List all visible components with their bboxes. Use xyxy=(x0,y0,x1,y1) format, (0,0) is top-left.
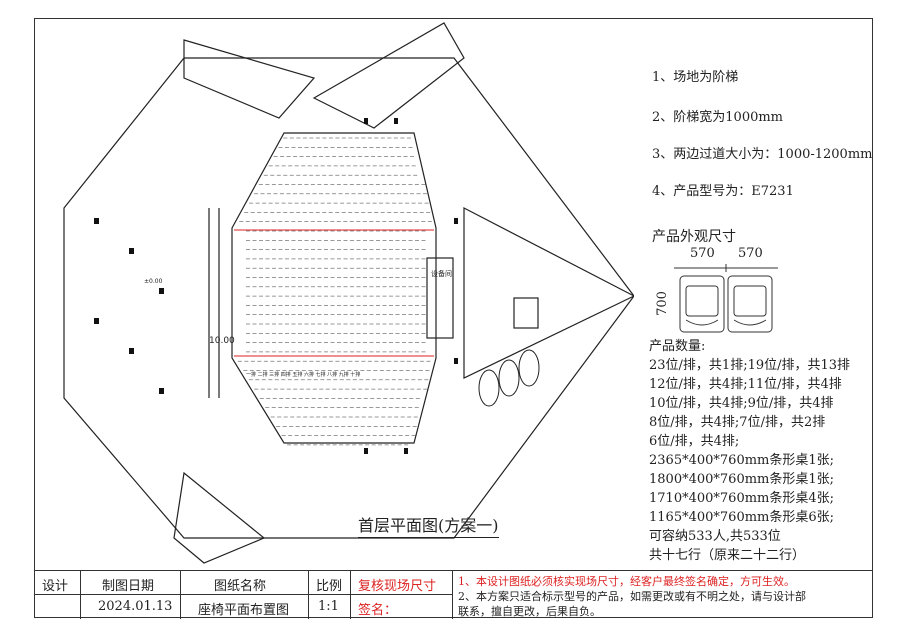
chair-product-drawing xyxy=(674,264,778,333)
note-3: 3、两边过道大小为：1000-1200mm xyxy=(652,147,873,162)
dim-width-right: 570 xyxy=(738,246,763,261)
seating-hexagon xyxy=(231,132,437,444)
row-label-strip: 一排 二排 三排 四排 五排 六排 七排 八排 九排 十排 xyxy=(246,371,360,378)
dim-width-left: 570 xyxy=(690,246,715,261)
drawing-sheet-border xyxy=(34,18,873,618)
product-dims-title: 产品外观尺寸 xyxy=(652,229,736,245)
signature-label: 签名： xyxy=(358,603,398,618)
verify-label: 复核现场尺寸 xyxy=(358,579,437,594)
equipment-room-label: 设备间 xyxy=(431,269,452,278)
scale-label: 比例 xyxy=(316,579,343,594)
scale-value: 1:1 xyxy=(318,599,339,614)
equipment-room xyxy=(426,257,454,339)
note-2: 2、阶梯宽为1000mm xyxy=(652,110,784,125)
hall-outline xyxy=(63,57,634,539)
quantity-line: 6位/排，共4排; xyxy=(649,434,740,449)
remark-2b: 联系，擅自更改，后果自负。 xyxy=(458,605,601,618)
note-1: 1、场地为阶梯 xyxy=(652,70,739,85)
quantity-heading: 产品数量: xyxy=(649,339,706,354)
level-label-b: 10.00 xyxy=(209,336,235,346)
drawing-name-label: 图纸名称 xyxy=(214,579,267,594)
title-block: 设计 制图日期 2024.01.13 图纸名称 座椅平面布置图 比例 1:1 复… xyxy=(34,570,873,619)
plan-title: 首层平面图(方案一) xyxy=(358,512,499,538)
quantity-line: 12位/排，共4排;11位/排，共4排 xyxy=(649,377,842,392)
date-value: 2024.01.13 xyxy=(98,599,173,614)
quantity-line: 1165*400*760mm条形桌6张; xyxy=(649,510,835,525)
lobby-triangle xyxy=(463,207,634,379)
quantity-line: 1710*400*760mm条形桌4张; xyxy=(649,491,835,506)
remark-2a: 2、本方案只适合标示型号的产品，如需更改或有不明之处，请与设计部 xyxy=(458,590,806,603)
level-label-a: ±0.00 xyxy=(144,278,163,285)
quantity-line: 23位/排，共1排;19位/排，共13排 xyxy=(649,358,851,373)
stair-wing-bottom xyxy=(173,471,266,564)
wing-top-right xyxy=(312,22,465,129)
stair-wing-top xyxy=(183,39,316,119)
quantity-line: 10位/排，共4排;9位/排，共4排 xyxy=(649,396,834,411)
quantity-line: 1800*400*760mm条形桌1张; xyxy=(649,472,835,487)
quantity-line: 可容纳533人,共533位 xyxy=(649,529,781,544)
remark-1: 1、本设计图纸必须核实现场尺寸，经客户最终签名确定，方可生效。 xyxy=(458,575,795,588)
quantity-line: 共十七行（原来二十二行） xyxy=(649,548,806,563)
date-label: 制图日期 xyxy=(102,579,155,594)
floor-plan: ±0.00 10.00 一排 二排 三排 四排 五排 六排 七排 八排 九排 十… xyxy=(63,22,634,564)
quantity-line: 8位/排，共4排;7位/排，共2排 xyxy=(649,415,826,430)
lobby-stair xyxy=(513,297,539,329)
note-4: 4、产品型号为：E7231 xyxy=(652,184,794,199)
drawing-name-value: 座椅平面布置图 xyxy=(198,603,290,618)
quantity-line: 2365*400*760mm条形桌1张; xyxy=(649,453,835,468)
design-label: 设计 xyxy=(42,579,69,594)
